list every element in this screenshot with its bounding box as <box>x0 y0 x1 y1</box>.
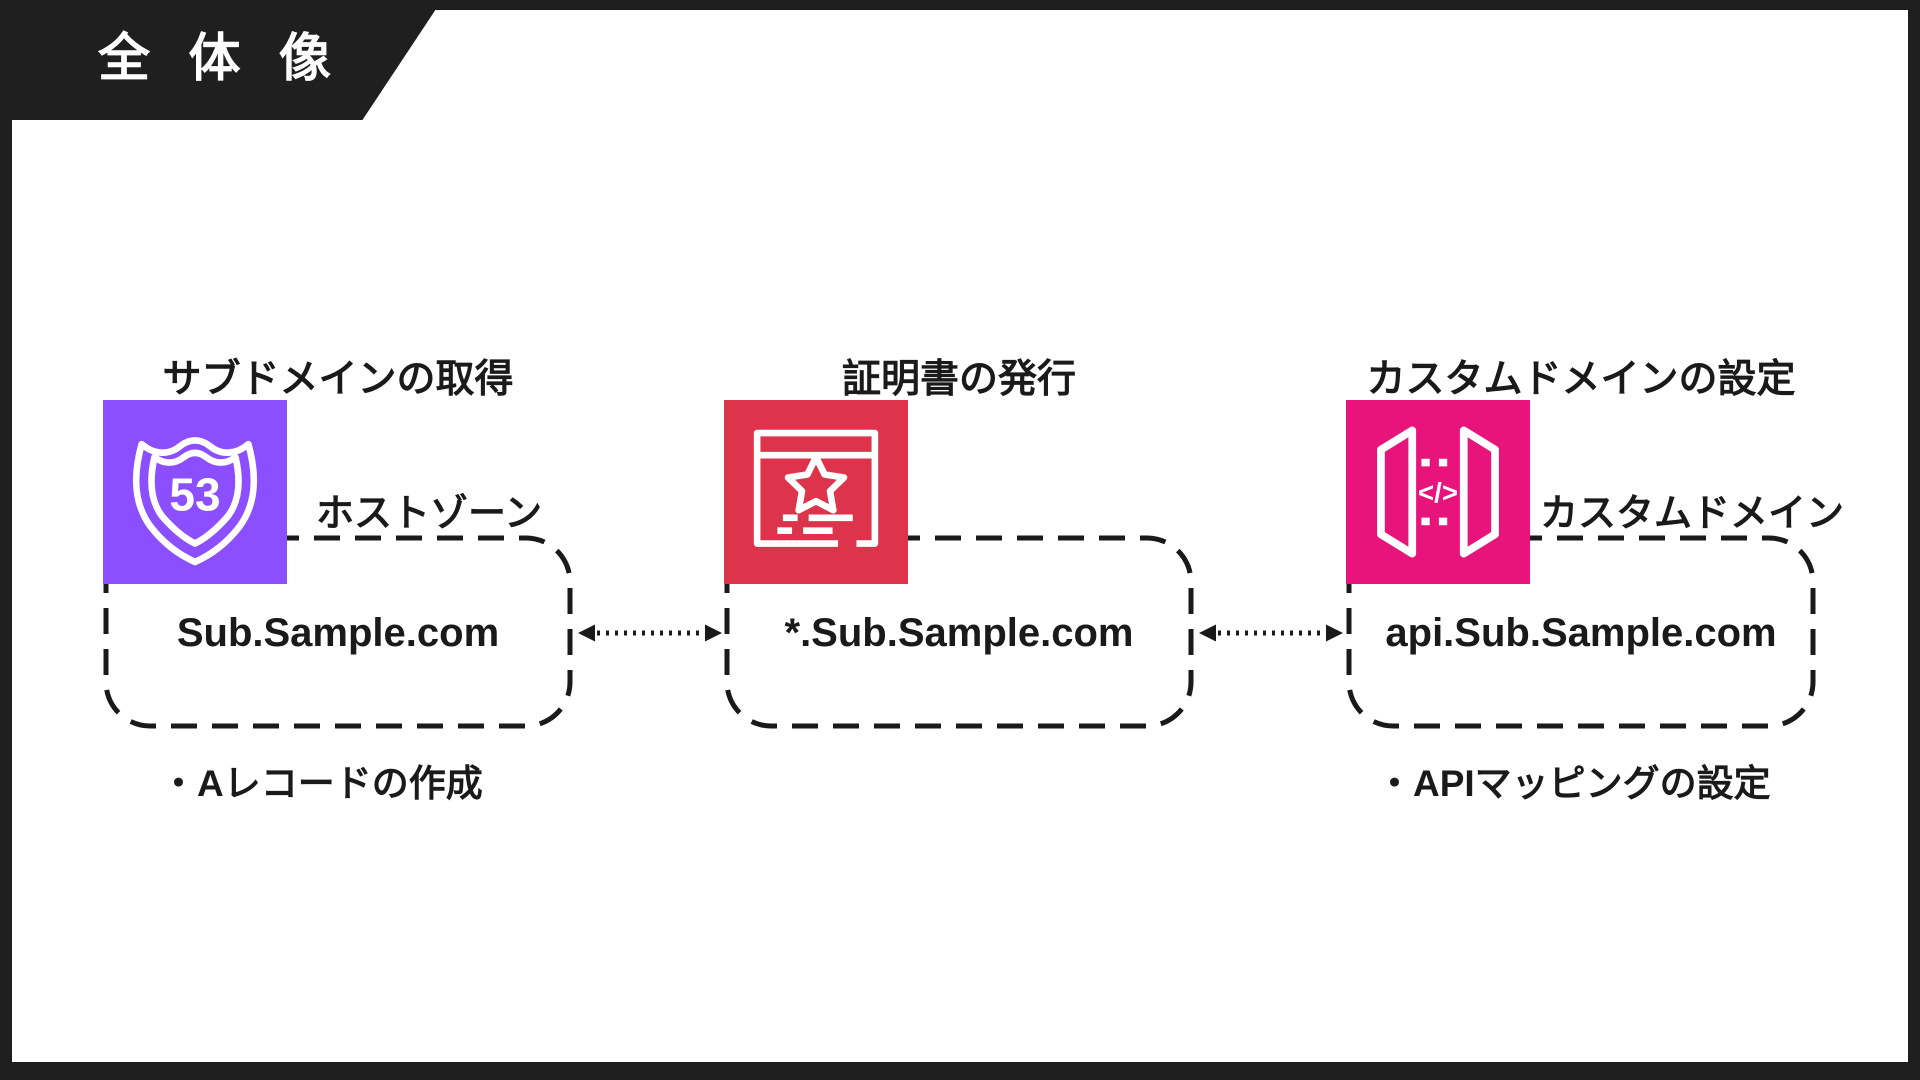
route53-glyph: 53 <box>169 468 220 520</box>
connector-arrow-right <box>1199 624 1343 642</box>
step-heading-subdomain: サブドメインの取得 <box>162 358 514 401</box>
domain-wildcard-sub-sample: *.Sub.Sample.com <box>784 611 1134 655</box>
step-heading-custom-domain: カスタムドメインの設定 <box>1366 358 1796 401</box>
certificate-box <box>724 535 1194 729</box>
route53-icon: 53 <box>103 400 287 584</box>
hosted-zone-label: ホストゾーン <box>316 493 543 535</box>
page-title: 全 体 像 <box>98 30 343 88</box>
note-api-mapping: ・APIマッピングの設定 <box>1376 763 1771 804</box>
api-gateway-icon: </> <box>1346 400 1530 584</box>
certificate-manager-icon <box>724 400 908 584</box>
connector-arrow-left <box>578 624 722 642</box>
note-a-record: ・Aレコードの作成 <box>160 763 483 804</box>
domain-api-sub-sample: api.Sub.Sample.com <box>1385 611 1777 655</box>
frame-bottom-bar <box>0 1062 1920 1080</box>
frame-left-bar <box>0 0 12 1080</box>
step-heading-certificate: 証明書の発行 <box>841 358 1076 401</box>
api-gateway-glyph: </> <box>1418 477 1458 508</box>
domain-sub-sample: Sub.Sample.com <box>176 611 500 655</box>
frame-top-bar <box>0 0 1920 10</box>
frame-right-bar <box>1908 0 1920 1080</box>
custom-domain-box <box>1346 535 1816 729</box>
hosted-zone-box <box>103 535 573 729</box>
custom-domain-label: カスタムドメイン <box>1540 493 1845 535</box>
title-banner <box>0 0 442 120</box>
